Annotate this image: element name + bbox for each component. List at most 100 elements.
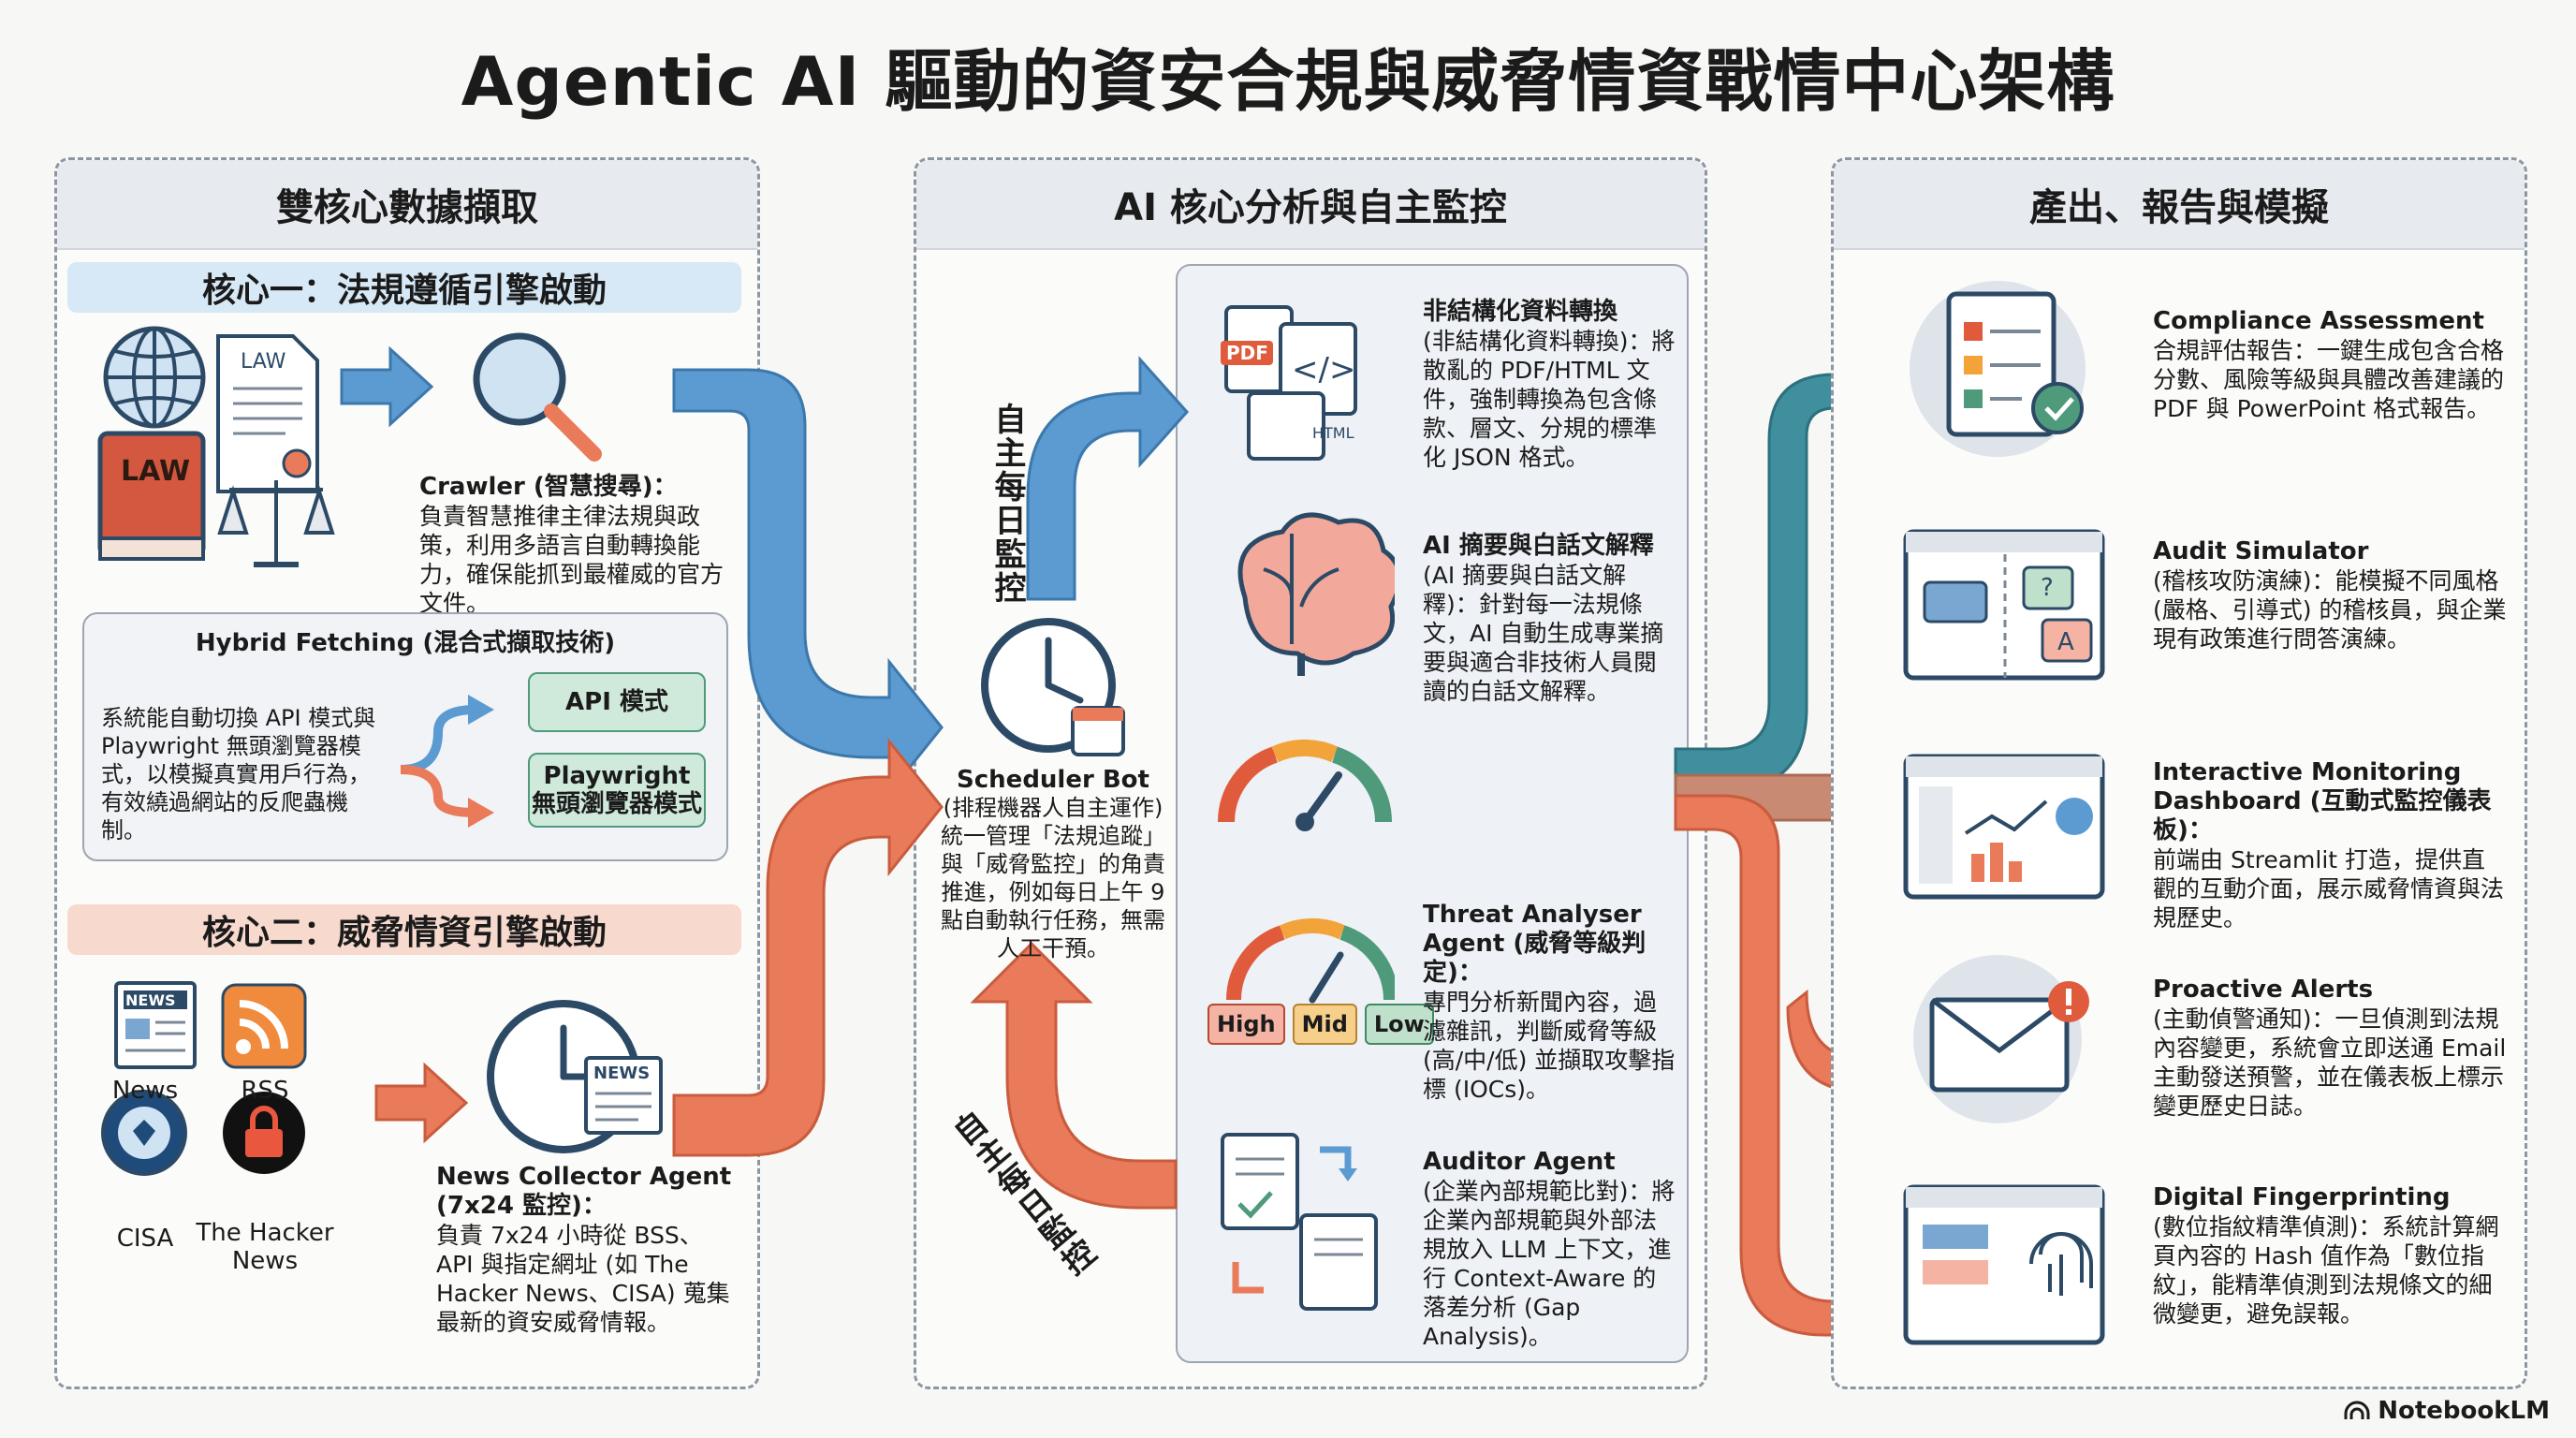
notebooklm-logo-icon xyxy=(2344,1401,2370,1419)
gauge-icon xyxy=(1218,739,1392,831)
collector-text: News Collector Agent (7x24 監控)： 負責 7x24 … xyxy=(436,1163,734,1337)
level-low: Low xyxy=(1364,1004,1434,1045)
playwright-mode-label: Playwright xyxy=(543,762,691,790)
pdf-label: PDF xyxy=(1226,342,1268,364)
source-cisa: CISA xyxy=(116,1225,174,1253)
monitor-label-top: 自主每日監控 xyxy=(988,403,1026,605)
dashboard-window-icon xyxy=(1903,754,2105,900)
law-book-label: LAW xyxy=(121,455,190,488)
right-panel-header: 產出、報告與模擬 xyxy=(1834,160,2525,250)
hybrid-desc: 系統能自動切換 API 模式與 Playwright 無頭瀏覽器模式，以模擬真實… xyxy=(101,705,376,844)
audit-simulator-window-icon: ? A xyxy=(1903,529,2105,681)
source-news: News xyxy=(111,1077,179,1105)
hybrid-fork-arrows xyxy=(401,695,494,828)
analysis-item-3-desc: 專門分析新聞內容，過濾雜訊，判斷威脅等級 (高/中/低) 並擷取攻擊指標 (IO… xyxy=(1423,989,1676,1103)
code-label: </> xyxy=(1292,351,1355,389)
collector-title: News Collector Agent xyxy=(436,1163,732,1191)
analysis-item-2-title: AI 摘要與白話文解釋 xyxy=(1423,532,1654,560)
scheduler-text: Scheduler Bot (排程機器人自主運作) 統一管理「法規追蹤」與「威脅… xyxy=(936,766,1170,962)
main-title: Agentic AI 驅動的資安合規與威脅情資戰情中心架構 xyxy=(461,42,2115,121)
threat-gauge-icon xyxy=(1226,917,1395,1004)
cisa-seal-icon xyxy=(101,1090,187,1176)
source-hacker-news: The Hacker News xyxy=(196,1219,334,1275)
left-blue-flow-arrow xyxy=(672,368,944,798)
api-mode-label: API 模式 xyxy=(565,688,668,716)
analysis-item-3: Threat Analyser Agent (威脅等級判定)： 專門分析新聞內容… xyxy=(1423,901,1676,1104)
output-item-5: Digital Fingerprinting (數位指紋精準偵測)：系統計算網頁… xyxy=(2153,1183,2509,1328)
middle-panel-header: AI 核心分析與自主監控 xyxy=(916,160,1705,250)
collector-subtitle: (7x24 監控)： xyxy=(436,1192,607,1220)
hybrid-fetching-box: Hybrid Fetching (混合式擷取技術) 系統能自動切換 API 模式… xyxy=(82,612,728,861)
scheduler-desc: (排程機器人自主運作) 統一管理「法規追蹤」與「威脅監控」的角責推進，例如每日上… xyxy=(941,795,1165,961)
scales-icon xyxy=(217,480,335,567)
output-item-1-desc: 合規評估報告：一鍵生成包含合格分數、風險等級與具體改善建議的 PDF 與 Pow… xyxy=(2153,337,2505,422)
clock-news-icon: NEWS xyxy=(487,1000,663,1153)
analysis-item-3-title: Threat Analyser Agent (威脅等級判定)： xyxy=(1423,901,1647,987)
chat-question-mark: ? xyxy=(2041,574,2054,602)
email-alert-icon xyxy=(1913,955,2089,1123)
core2-icons: NEWS NEWS xyxy=(101,981,663,1176)
brain-icon xyxy=(1237,512,1395,676)
api-mode-badge: API 模式 xyxy=(528,672,706,732)
analysis-item-4-desc: (企業內部規範比對)：將企業內部規範與外部法規放入 LLM 上下文，進行 Con… xyxy=(1423,1178,1676,1350)
magnifier-icon xyxy=(473,332,602,462)
scheduler-clock-icon xyxy=(981,618,1125,756)
chat-answer-mark: A xyxy=(2057,628,2074,656)
output-item-5-desc: (數位指紋精準偵測)：系統計算網頁內容的 Hash 值作為「數位指紋」，能精準偵… xyxy=(2153,1213,2499,1328)
output-item-2-desc: (稽核攻防演練)：能模擬不同風格 (嚴格、引導式) 的稽核員，與企業現有政策進行… xyxy=(2153,567,2507,653)
hybrid-title: Hybrid Fetching (混合式擷取技術) xyxy=(195,629,616,657)
document-conversion-icon: PDF </> HTML xyxy=(1221,305,1357,461)
analysis-item-1-desc: (非結構化資料轉換)：將散亂的 PDF/HTML 文件，強制轉換為包含條款、層文… xyxy=(1423,328,1676,471)
output-item-3: Interactive Monitoring Dashboard (互動式監控儀… xyxy=(2153,758,2509,932)
law-doc-label: LAW xyxy=(241,350,286,374)
collector-desc: 負責 7x24 小時從 BSS、API 與指定網址 (如 The Hacker … xyxy=(436,1222,730,1336)
analysis-item-1: 非結構化資料轉換 (非結構化資料轉換)：將散亂的 PDF/HTML 文件，強制轉… xyxy=(1423,298,1676,472)
scheduler-title: Scheduler Bot xyxy=(957,766,1149,794)
playwright-mode-sublabel: 無頭瀏覽器模式 xyxy=(531,790,702,818)
law-book-icon: LAW xyxy=(97,431,206,561)
crawler-title: Crawler (智慧搜尋)： xyxy=(419,473,678,501)
level-mid: Mid xyxy=(1292,1004,1357,1045)
output-icons: ? A xyxy=(1903,281,2105,1345)
law-document-icon: LAW xyxy=(216,334,319,493)
analysis-item-2: AI 摘要與白話文解釋 (AI 摘要與白話文解釋)：針對每一法規條文，AI 自動… xyxy=(1423,532,1676,706)
output-item-1-title: Compliance Assessment xyxy=(2153,307,2484,335)
crawler-text: Crawler (智慧搜尋)： 負責智慧推律主律法規與政策，利用多語言自動轉換能… xyxy=(419,473,738,618)
playwright-mode-badge: Playwright 無頭瀏覽器模式 xyxy=(528,753,706,828)
scheduler-loop-arrow xyxy=(970,941,1178,1210)
output-item-3-desc: 前端由 Streamlit 打造，提供直觀的互動介面，展示威脅情資與法規歷史。 xyxy=(2153,846,2505,932)
output-item-3-title: Interactive Monitoring Dashboard (互動式監控儀… xyxy=(2153,758,2492,844)
source-rss: RSS xyxy=(241,1077,289,1105)
clock-news-text: NEWS xyxy=(593,1064,650,1083)
core1-icons: LAW LAW xyxy=(97,326,602,567)
compliance-report-icon xyxy=(1910,281,2086,457)
brand-footer: NotebookLM xyxy=(2344,1397,2550,1425)
level-high: High xyxy=(1208,1004,1285,1045)
analysis-item-4: Auditor Agent (企業內部規範比對)：將企業內部規範與外部法規放入 … xyxy=(1423,1148,1676,1351)
core1-arrow-icon xyxy=(340,345,434,428)
analysis-item-1-title: 非結構化資料轉換 xyxy=(1423,298,1618,326)
news-icon-text: NEWS xyxy=(125,991,176,1009)
brand-label: NotebookLM xyxy=(2378,1397,2550,1425)
output-item-1: Compliance Assessment 合規評估報告：一鍵生成包含合格分數、… xyxy=(2153,307,2509,423)
crawler-desc: 負責智慧推律主律法規與政策，利用多語言自動轉換能力，確保能抓到最權威的官方文件。 xyxy=(419,503,724,617)
core1-band: 核心一：法規遵循引擎啟動 xyxy=(67,262,741,313)
output-item-2-title: Audit Simulator xyxy=(2153,537,2369,565)
scheduler-up-arrow xyxy=(1026,356,1190,601)
output-item-2: Audit Simulator (稽核攻防演練)：能模擬不同風格 (嚴格、引導式… xyxy=(2153,537,2509,653)
analysis-item-4-title: Auditor Agent xyxy=(1423,1148,1616,1176)
analysis-icons: PDF </> HTML xyxy=(1218,305,1395,1311)
left-panel-header: 雙核心數據擷取 xyxy=(57,160,757,250)
newspaper-icon: NEWS xyxy=(114,981,197,1069)
output-item-4-desc: (主動偵警通知)：一旦偵測到法規內容變更，系統會立即送通 Email 主動發送預… xyxy=(2153,1005,2507,1120)
rss-icon xyxy=(221,983,307,1069)
hacker-news-lock-icon xyxy=(223,1092,305,1174)
fingerprint-window-icon xyxy=(1903,1184,2105,1345)
audit-compare-icon xyxy=(1221,1133,1378,1311)
output-item-4: Proactive Alerts (主動偵警通知)：一旦偵測到法規內容變更，系統… xyxy=(2153,976,2509,1121)
core2-arrow-icon xyxy=(374,1062,469,1144)
threat-level-badges: High Mid Low xyxy=(1208,1004,1434,1045)
analysis-item-2-desc: (AI 摘要與白話文解釋)：針對每一法規條文，AI 自動生成專業摘要與適合非技術… xyxy=(1423,562,1664,705)
left-orange-flow-arrow xyxy=(672,737,944,1157)
